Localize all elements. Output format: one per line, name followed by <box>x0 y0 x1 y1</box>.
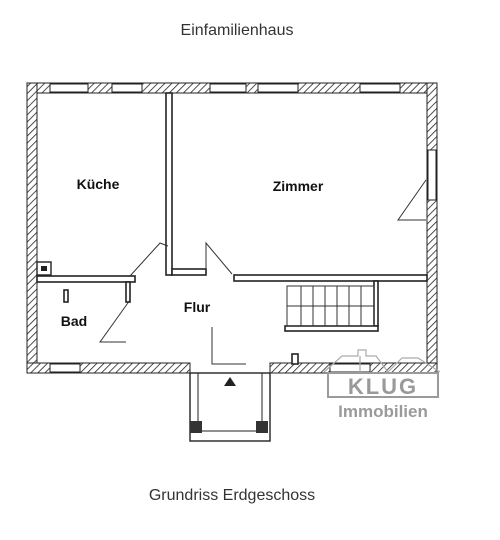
wall-bottom-stub <box>291 353 299 365</box>
wall-bath-stub <box>63 289 69 303</box>
plan-title: Einfamilienhaus <box>180 22 294 39</box>
wall-living-bottom-right <box>233 274 428 282</box>
entrance-arrow-icon <box>224 377 236 386</box>
door-living-swing <box>205 241 233 275</box>
interior-walls <box>36 92 428 365</box>
window-bath <box>49 363 81 373</box>
room-label-kitchen: Küche <box>77 176 120 192</box>
wall-left <box>26 82 38 374</box>
wall-bottom-left <box>26 362 191 374</box>
logo-house-icon <box>323 349 441 373</box>
logo-tagline: Immobilien <box>338 402 428 421</box>
room-label-bath: Bad <box>61 313 87 329</box>
door-right-window-swing <box>397 179 427 221</box>
window-living-1 <box>209 83 247 93</box>
door-entrance-swing <box>211 327 246 365</box>
wall-right <box>426 82 438 374</box>
wall-stair-right <box>373 280 379 327</box>
company-logo: KLUG Immobilien <box>323 349 441 421</box>
window-kitchen-2 <box>111 83 143 93</box>
window-living-3 <box>359 83 401 93</box>
plan-caption: Grundriss Erdgeschoss <box>148 487 316 504</box>
window-bottom-right <box>329 363 371 373</box>
entrance-porch <box>189 372 271 442</box>
door-bath-swing <box>99 299 131 343</box>
staircase <box>286 285 375 327</box>
wall-stair-bottom <box>284 325 379 332</box>
wall-kitchen-living <box>165 92 173 276</box>
logo-brand: KLUG <box>348 374 418 399</box>
logo-frame <box>327 372 439 398</box>
wall-kitchen-bottom <box>36 275 136 283</box>
door-kitchen-swing <box>129 242 169 277</box>
windows <box>49 83 437 373</box>
window-living-2 <box>257 83 299 93</box>
chimney <box>36 261 52 276</box>
door-swings <box>99 179 427 365</box>
window-right <box>427 149 437 201</box>
window-kitchen-1 <box>49 83 89 93</box>
room-label-living: Zimmer <box>273 178 324 194</box>
room-label-hall: Flur <box>184 299 211 315</box>
wall-living-bottom-left <box>171 268 207 276</box>
wall-bath-right <box>125 281 131 303</box>
